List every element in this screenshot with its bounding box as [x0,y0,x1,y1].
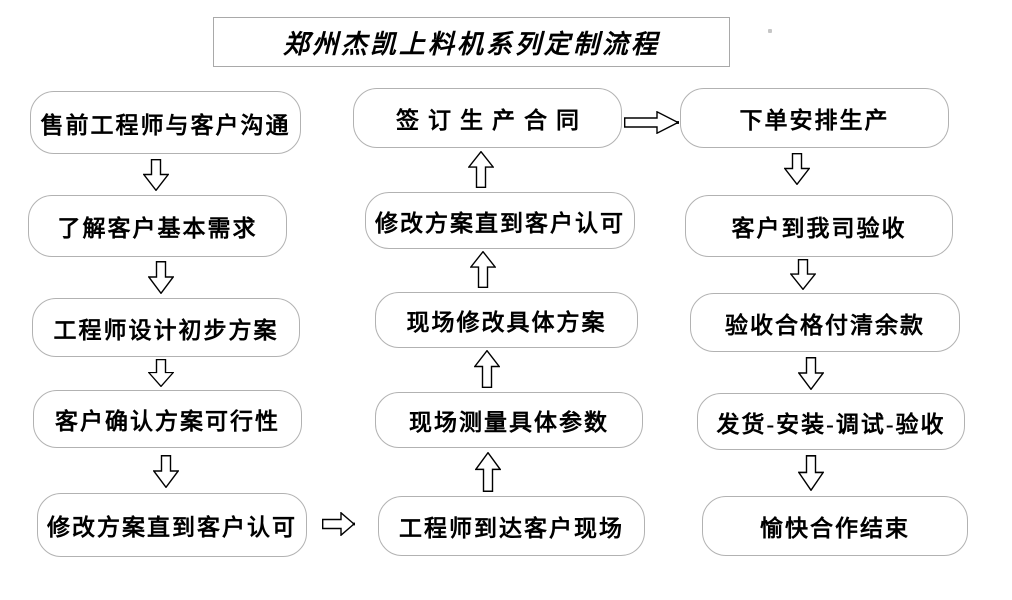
step-pay-balance: 验收合格付清余款 [690,293,960,352]
step-engineer-arrives-site: 工程师到达客户现场 [378,496,645,556]
arrow-down-icon [790,259,816,290]
step-customer-acceptance: 客户到我司验收 [685,195,953,257]
arrow-up-icon [470,251,496,288]
step-confirm-feasibility: 客户确认方案可行性 [33,390,302,448]
step-cooperation-end: 愉快合作结束 [702,496,968,556]
step-measure-parameters: 现场测量具体参数 [375,392,643,448]
arrow-up-icon [474,350,500,388]
flowchart-title-box: 郑州杰凯上料机系列定制流程 [213,17,730,67]
step-understand-needs: 了解客户基本需求 [28,195,287,257]
arrow-down-icon [143,159,169,191]
arrow-down-icon [153,455,179,488]
arrow-down-icon [784,153,810,185]
step-onsite-revise-until-approved: 修改方案直到客户认可 [365,192,635,249]
arrow-down-icon [798,357,824,390]
arrow-down-icon [798,455,824,491]
step-revise-until-approved: 修改方案直到客户认可 [37,493,307,557]
step-place-order-production: 下单安排生产 [680,88,949,148]
arrow-up-icon [468,151,494,188]
arrow-down-icon [148,261,174,294]
stray-mark-dot [768,29,772,33]
step-sign-contract: 签订生产合同 [353,88,622,148]
step-presales-communication: 售前工程师与客户沟通 [30,91,301,154]
arrow-right-icon [624,111,679,134]
arrow-up-icon [475,452,501,492]
arrow-down-icon [148,359,174,387]
arrow-right-icon [322,512,355,536]
step-ship-install-debug-accept: 发货-安装-调试-验收 [697,393,965,450]
step-initial-design: 工程师设计初步方案 [32,298,300,357]
step-onsite-modify-plan: 现场修改具体方案 [375,292,638,348]
flowchart-title: 郑州杰凯上料机系列定制流程 [282,29,660,60]
